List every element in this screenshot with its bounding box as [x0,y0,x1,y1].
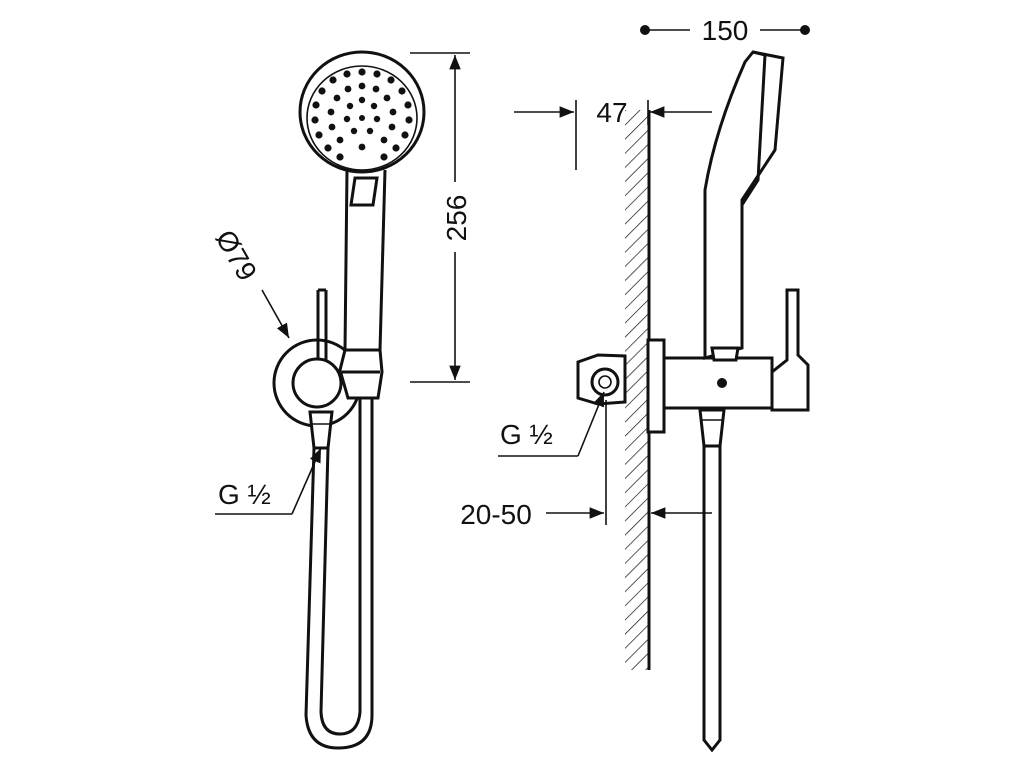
diameter-dimension-label: Ø79 [210,225,263,286]
width-dimension-label: 150 [702,15,749,46]
wall-range-dimension [546,400,712,525]
hose-front [304,398,374,750]
height-dimension [410,52,470,383]
offset-dimension [514,100,712,170]
thread-label-side: G ½ [500,419,553,450]
wall-bracket-front [272,288,384,450]
side-view: 150 47 G ½ 20-50 [460,15,810,753]
wall-section [625,110,651,670]
height-dimension-label: 256 [441,195,472,242]
offset-dimension-label: 47 [596,97,627,128]
spray-nozzles [311,68,413,161]
width-dimension [640,25,810,35]
front-view: 256 Ø79 G ½ [210,50,472,750]
wall-range-dimension-label: 20-50 [460,499,532,530]
bracket-body-side [576,50,810,448]
thread-label-front: G ½ [218,479,271,510]
hose-side [702,446,722,753]
thread-leader-side [498,391,605,457]
diameter-leader [261,289,290,339]
thread-leader-front [215,447,322,515]
